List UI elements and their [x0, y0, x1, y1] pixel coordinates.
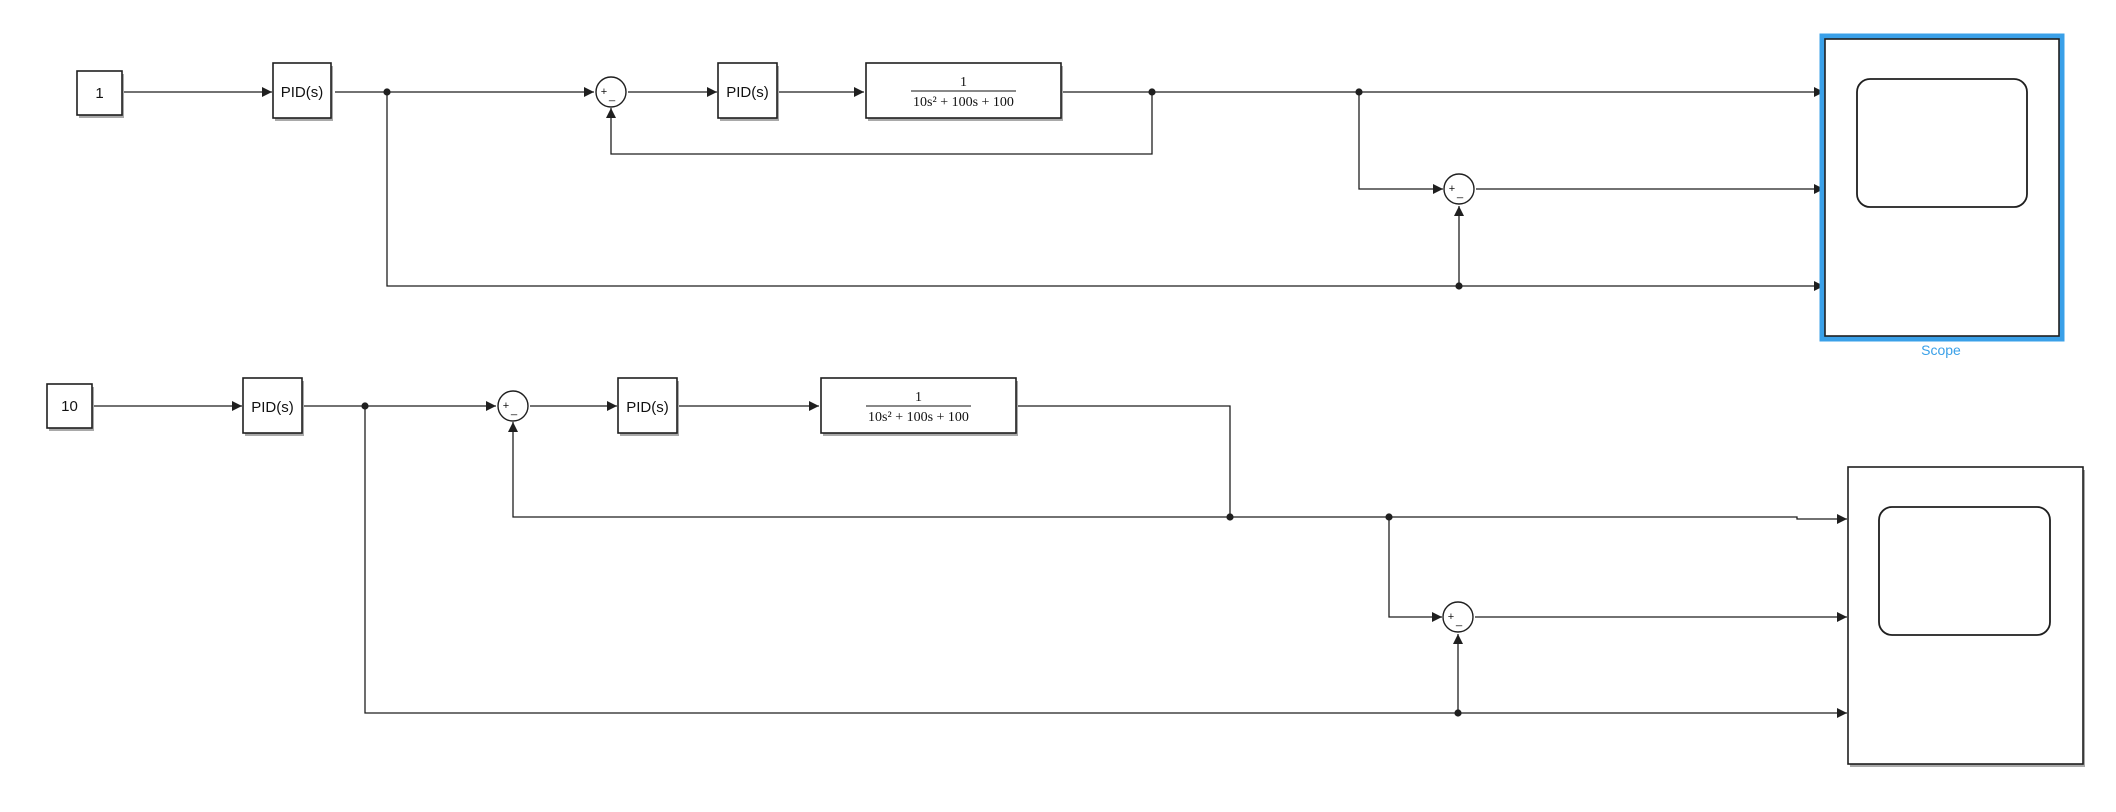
pid-controller-block[interactable]: PID(s)	[617, 377, 679, 436]
pid-label: PID(s)	[726, 84, 769, 101]
branch-point	[1148, 88, 1156, 96]
scope-screen	[1856, 78, 2028, 208]
wire-feedback-inner[interactable]	[508, 422, 1230, 518]
sum-block[interactable]: + _	[497, 390, 529, 422]
wire-output-to-scope[interactable]	[1230, 514, 1847, 524]
wire-output-to-error-sum[interactable]	[1358, 92, 1443, 194]
branch-point	[383, 88, 391, 96]
sum-minus-sign: _	[1456, 187, 1464, 199]
pid-controller-block[interactable]: PID(s)	[717, 62, 779, 121]
pid-controller-block[interactable]: PID(s)	[242, 377, 304, 436]
sum-minus-sign: _	[1455, 615, 1463, 627]
branch-point	[1455, 282, 1463, 290]
sum-minus-sign: _	[608, 90, 616, 102]
tf-numerator: 1	[915, 390, 922, 405]
transfer-function-block[interactable]: 1 10s² + 100s + 100	[820, 377, 1018, 436]
scope-block[interactable]	[1847, 466, 2085, 767]
constant-value: 10	[61, 398, 78, 415]
pid-controller-block[interactable]: PID(s)	[272, 62, 333, 121]
error-sum-block[interactable]: + _	[1442, 601, 1474, 633]
constant-block[interactable]: 10	[46, 383, 94, 431]
sum-plus-sign: +	[1449, 183, 1455, 195]
branch-point	[1355, 88, 1363, 96]
transfer-function-block[interactable]: 1 10s² + 100s + 100	[865, 62, 1063, 121]
wire-feedback-inner[interactable]	[606, 92, 1153, 155]
sum-plus-sign: +	[601, 86, 607, 98]
error-sum-block[interactable]: + _	[1443, 173, 1475, 205]
constant-block[interactable]: 1	[76, 70, 124, 118]
sum-minus-sign: _	[510, 404, 518, 416]
bottom-system: 10 PID(s) + _ PID(s) 1 10s² + 100s + 100	[46, 377, 2085, 767]
pid-label: PID(s)	[281, 84, 324, 101]
wire-setpoint-to-scope[interactable]	[386, 92, 1824, 291]
tf-denominator: 10s² + 100s + 100	[913, 95, 1014, 110]
branch-point	[1385, 513, 1393, 521]
scope-block[interactable]: Scope	[1819, 33, 2065, 358]
wire-output-to-error-sum[interactable]	[1388, 517, 1442, 622]
constant-value: 1	[95, 85, 103, 102]
top-wires	[124, 87, 1824, 291]
wire-tf-output[interactable]	[1016, 405, 1231, 517]
branch-point	[1226, 513, 1234, 521]
bottom-wires	[94, 401, 1847, 718]
selection-highlight	[1819, 33, 2065, 342]
tf-numerator: 1	[960, 75, 967, 90]
sum-plus-sign: +	[503, 400, 509, 412]
pid-label: PID(s)	[251, 399, 294, 416]
branch-point	[361, 402, 369, 410]
branch-point	[1454, 709, 1462, 717]
tf-denominator: 10s² + 100s + 100	[868, 410, 969, 425]
sum-block[interactable]: + _	[595, 76, 627, 108]
top-system: 1 PID(s) + _ PID(s) 1 10s² + 100s + 100	[76, 33, 2065, 358]
wire-setpoint-to-scope[interactable]	[364, 406, 1847, 718]
scope-name-label[interactable]: Scope	[1921, 342, 1961, 358]
pid-label: PID(s)	[626, 399, 669, 416]
sum-plus-sign: +	[1448, 611, 1454, 623]
scope-screen	[1878, 506, 2051, 636]
